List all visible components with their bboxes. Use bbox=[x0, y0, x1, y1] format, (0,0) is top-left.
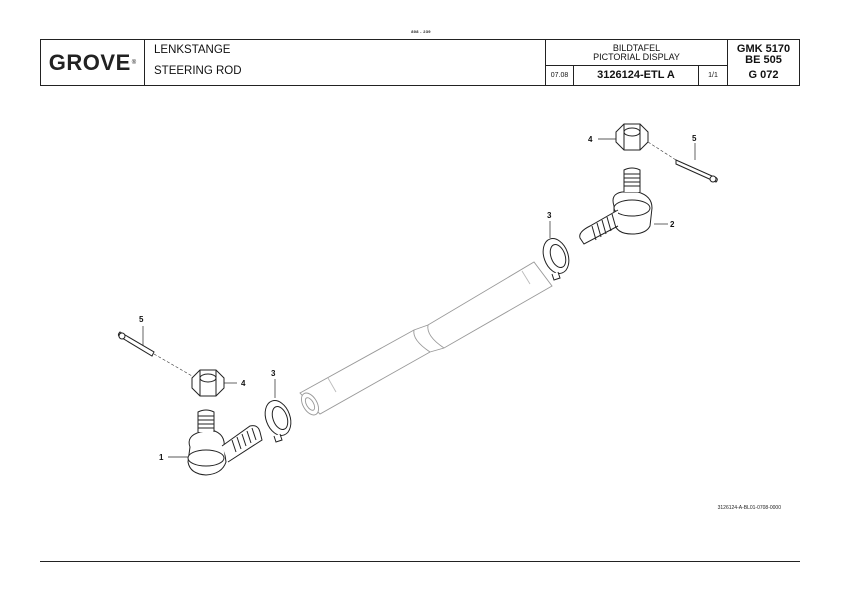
pictorial-cell: BILDTAFEL PICTORIAL DISPLAY bbox=[546, 40, 728, 66]
callout-4-right: 4 bbox=[588, 135, 593, 144]
cotter-pin-right bbox=[675, 159, 718, 183]
tie-rod-end-right bbox=[579, 167, 653, 245]
date-cell: 07.08 bbox=[546, 66, 574, 85]
model-line-2: BE 505 bbox=[745, 54, 782, 66]
grove-logo: GROVE® bbox=[41, 40, 145, 85]
drawing-code: 808 - 239 bbox=[411, 29, 431, 34]
assembly-lines bbox=[153, 141, 677, 377]
title-german: LENKSTANGE bbox=[154, 44, 231, 56]
castle-nut-right bbox=[615, 123, 649, 151]
brand-name: GROVE bbox=[48, 49, 131, 75]
callout-5-right: 5 bbox=[692, 134, 697, 143]
steering-rod-tube bbox=[299, 261, 553, 416]
leader-lines bbox=[142, 138, 696, 458]
sheet-number: 1/1 bbox=[699, 66, 728, 85]
cotter-pin-left bbox=[117, 331, 155, 357]
model-line-3: G 072 bbox=[748, 69, 779, 81]
description-cell: LENKSTANGE STEERING ROD bbox=[145, 40, 546, 85]
registered-mark: ® bbox=[131, 59, 137, 66]
tie-rod-end-left bbox=[187, 409, 263, 476]
pictorial-english: PICTORIAL DISPLAY bbox=[593, 52, 680, 62]
title-english: STEERING ROD bbox=[154, 65, 242, 77]
castle-nut-left bbox=[191, 369, 225, 397]
callout-3-right: 3 bbox=[547, 211, 552, 220]
drawing-reference: 3126124-A-BL01-0708-0000 bbox=[717, 505, 781, 511]
clamp-right bbox=[542, 238, 570, 281]
title-block: GROVE® LENKSTANGE STEERING ROD BILDTAFEL… bbox=[40, 39, 800, 86]
clamp-left bbox=[264, 400, 292, 443]
model-cell: GMK 5170 BE 505 G 072 bbox=[728, 40, 799, 85]
part-number: 3126124-ETL A bbox=[574, 66, 699, 85]
callout-3-left: 3 bbox=[271, 369, 276, 378]
callout-2: 2 bbox=[670, 220, 675, 229]
callout-5-left: 5 bbox=[139, 315, 144, 324]
pictorial-german: BILDTAFEL bbox=[612, 43, 661, 53]
callout-1: 1 bbox=[159, 453, 164, 462]
callout-4-left: 4 bbox=[241, 379, 246, 388]
model-line-1: GMK 5170 bbox=[736, 43, 791, 55]
footer-rule bbox=[40, 561, 800, 562]
